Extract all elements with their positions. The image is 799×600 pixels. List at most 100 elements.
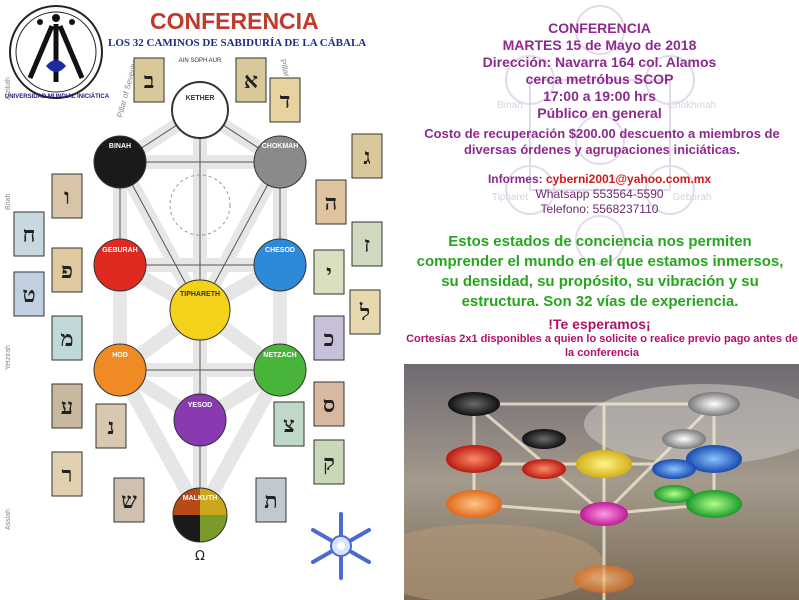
svg-text:ב: ב [144, 68, 155, 94]
watermark-tree: Binah Chokhmah Tipharet Geburah [492, 5, 716, 265]
glowing-tree-photo [404, 364, 799, 600]
svg-text:Geburah: Geburah [673, 192, 712, 203]
tarot-card [351, 221, 383, 267]
chokmah-sphere [253, 135, 307, 189]
event-date: MARTES 15 de Mayo de 2018 [502, 37, 697, 53]
tree-of-life-diagram: Atziluth Briah Yetzirah Assiah Pillar of… [5, 57, 383, 564]
svg-text:ז: ז [364, 232, 370, 258]
binah-sphere [93, 135, 147, 189]
tarot-card [13, 211, 45, 257]
ain-soph-label: AIN SOPH AUR [179, 58, 222, 64]
svg-text:CHOKMAH: CHOKMAH [262, 143, 299, 150]
svg-text:ס: ס [323, 392, 336, 418]
svg-text:נ: נ [107, 414, 114, 440]
svg-text:צ: צ [283, 412, 295, 438]
svg-text:ר: ר [62, 462, 73, 488]
tarot-card [51, 315, 83, 361]
tarot-card [133, 57, 165, 103]
world-label: Atziluth [5, 77, 12, 100]
svg-text:KETHER: KETHER [186, 95, 215, 102]
svg-text:Chokhmah: Chokhmah [668, 100, 716, 111]
svg-text:GEBURAH: GEBURAH [102, 247, 137, 254]
event-cost: Costo de recuperación $200.00 descuento … [424, 126, 780, 157]
svg-text:Tipharet: Tipharet [492, 192, 529, 203]
tarot-card [13, 271, 45, 317]
yesod-sphere [173, 393, 227, 447]
hod-sphere [93, 343, 147, 397]
contact-email-link[interactable]: cyberni2001@yahoo.com.mx [545, 172, 712, 186]
event-audience: Público en general [537, 105, 662, 121]
tarot-card [51, 451, 83, 497]
malkuth-sphere [172, 487, 228, 543]
svg-text:ע: ע [61, 394, 73, 420]
tarot-card [51, 247, 83, 293]
omega-symbol: Ω [195, 549, 205, 564]
tarot-card [95, 403, 127, 449]
tarot-card [351, 133, 383, 179]
svg-text:MALKUTH: MALKUTH [183, 495, 218, 502]
svg-text:YESOD: YESOD [188, 402, 213, 409]
netzach-sphere [253, 343, 307, 397]
svg-text:ל: ל [359, 300, 370, 326]
courtesy-note: Cortesías 2x1 disponibles a quien lo sol… [406, 333, 798, 359]
tarot-card [51, 173, 83, 219]
tarot-card [315, 179, 347, 225]
event-message: Estos estados de conciencia nos permiten… [416, 233, 784, 310]
welcome-text: !Te esperamos¡ [548, 316, 651, 332]
svg-text:Binah: Binah [497, 100, 523, 111]
tarot-card [51, 383, 83, 429]
svg-text:BINAH: BINAH [109, 143, 131, 150]
svg-text:NETZACH: NETZACH [263, 352, 296, 359]
svg-text:ג: ג [363, 144, 370, 170]
event-details: CONFERENCIA MARTES 15 de Mayo de 2018 Di… [400, 20, 799, 122]
world-label: Briah [5, 194, 12, 210]
poster-title: CONFERENCIA [150, 8, 319, 34]
svg-text:פ: פ [61, 258, 73, 284]
world-label: Yetzirah [5, 345, 12, 370]
svg-text:מ: מ [60, 326, 73, 352]
logo-caption: UNIVERSIDAD MUNDIAL INICIÁTICA [4, 94, 110, 100]
contact-phone: Telefono: 5568237110 [540, 202, 659, 216]
tarot-card [273, 401, 305, 447]
tree-of-life-panel: UNIVERSIDAD MUNDIAL INICIÁTICA CONFERENC… [4, 5, 383, 580]
event-info-panel: Binah Chokhmah Tipharet Geburah CONFEREN… [400, 0, 799, 600]
tarot-card [313, 381, 345, 427]
svg-text:ו: ו [64, 184, 70, 210]
tarot-card [313, 249, 345, 295]
tarot-card [349, 289, 381, 335]
snowflake-icon [311, 512, 371, 580]
svg-text:ת: ת [264, 488, 277, 514]
contact-block: Informes: cyberni2001@yahoo.com.mx Whats… [400, 172, 799, 217]
svg-text:ש: ש [121, 488, 137, 514]
kether-sphere [171, 81, 229, 139]
svg-text:ק: ק [323, 450, 335, 476]
event-heading: CONFERENCIA [548, 20, 651, 36]
world-label: Assiah [5, 509, 12, 530]
svg-text:כ: כ [324, 326, 335, 352]
informes-label: Informes: [487, 172, 546, 186]
event-nearby: cerca metróbus SCOP [525, 71, 674, 87]
geburah-sphere [93, 238, 147, 292]
tarot-card [313, 439, 345, 485]
svg-text:TIPHARETH: TIPHARETH [180, 291, 220, 298]
poster-subtitle: LOS 32 CAMINOS DE SABIDURÍA DE LA CÁBALA [108, 37, 367, 49]
svg-text:ד: ד [280, 88, 291, 114]
event-address: Dirección: Navarra 164 col. Alamos [482, 54, 717, 70]
svg-text:HOD: HOD [112, 352, 128, 359]
contact-whatsapp: Whatsapp 553564-5590 [535, 187, 664, 201]
svg-text:ט: ט [22, 282, 35, 308]
svg-text:ח: ח [22, 222, 35, 248]
chesod-sphere [253, 238, 307, 292]
tarot-card [313, 315, 345, 361]
tiphareth-sphere [169, 279, 231, 341]
tarot-card [113, 477, 145, 523]
svg-text:י: י [326, 260, 332, 286]
tarot-card [269, 77, 301, 123]
university-logo [9, 5, 103, 99]
svg-text:א: א [244, 68, 258, 94]
tarot-card [255, 477, 287, 523]
svg-text:ה: ה [325, 190, 338, 216]
tarot-card [235, 57, 267, 103]
svg-text:CHESOD: CHESOD [265, 247, 295, 254]
event-time: 17:00 a 19:00 hrs [543, 88, 656, 104]
